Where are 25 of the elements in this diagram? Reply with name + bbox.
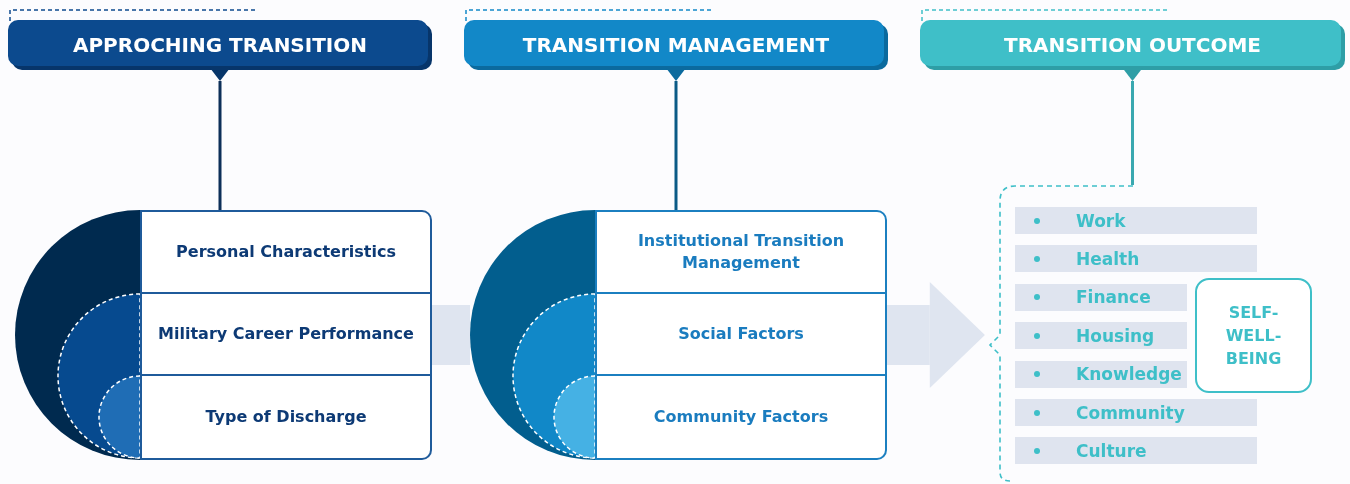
connector-line	[674, 81, 678, 210]
list-item-text: Health	[1076, 248, 1140, 269]
list-item-text: Culture	[1076, 440, 1147, 461]
factor-row: Institutional Transition Management	[595, 210, 887, 294]
list-item-text: Housing	[1076, 325, 1155, 346]
connector-line	[218, 81, 222, 210]
list-item-bar	[1015, 360, 1187, 388]
list-item-bar	[1015, 399, 1257, 426]
flow-arrow	[887, 281, 985, 389]
outcome-box: SELF- WELL- BEING	[1195, 278, 1312, 393]
list-item-bar	[1015, 437, 1257, 465]
factor-row: Personal Characteristics	[140, 210, 432, 294]
list-item-text: Finance	[1076, 287, 1151, 308]
factor-row: Social Factors	[595, 294, 887, 376]
list-item-bar	[1015, 207, 1257, 234]
list-item-bar	[1015, 283, 1187, 311]
factor-row: Military Career Performance	[140, 294, 432, 376]
connector-line	[1131, 81, 1134, 185]
list-item-text: Work	[1076, 210, 1126, 231]
list-item-text: Community	[1076, 402, 1185, 423]
factor-row: Community Factors	[595, 376, 887, 460]
factor-row: Type of Discharge	[140, 376, 432, 460]
list-item-bar	[1015, 245, 1257, 273]
list-item-bar	[1015, 322, 1187, 350]
list-item-text: Knowledge	[1076, 364, 1182, 385]
